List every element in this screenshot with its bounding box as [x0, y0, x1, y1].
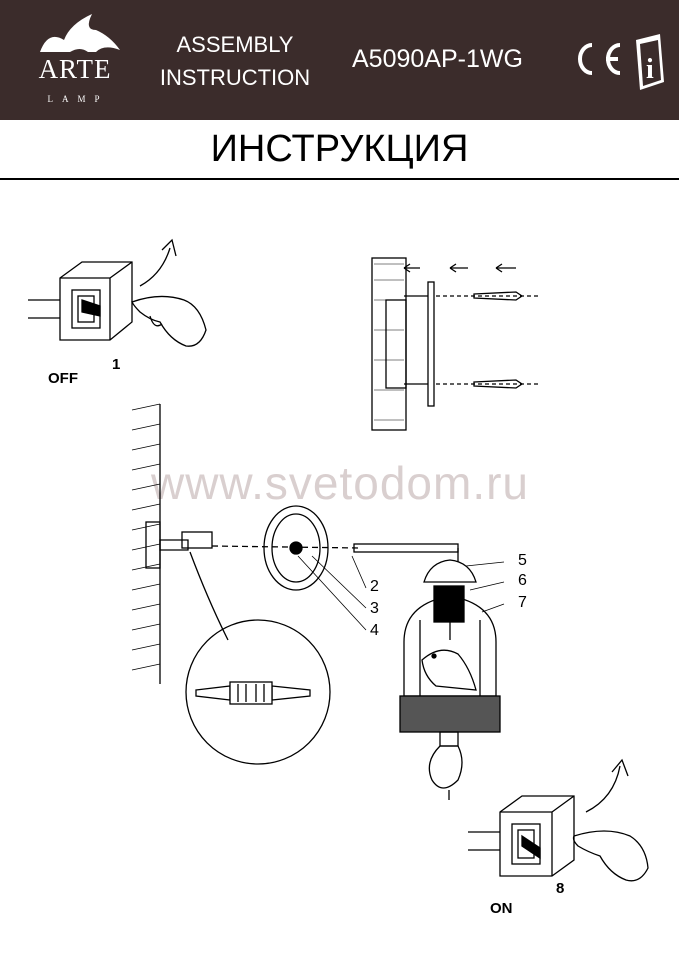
part-label-7: 7 — [518, 594, 527, 611]
info-book-icon: i — [636, 34, 664, 90]
model-number: A5090AP-1WG — [352, 45, 523, 73]
step-1-number: 1 — [112, 356, 121, 373]
brand-subtitle: LAMP — [47, 94, 109, 104]
assembly-line-1: ASSEMBLY — [176, 32, 294, 57]
wire-connection-zoom — [185, 551, 331, 765]
canopy-plate — [211, 505, 361, 591]
wall-hatching — [131, 403, 213, 684]
assembly-line-2: INSTRUCTION — [159, 65, 311, 90]
part-label-2: 2 — [370, 578, 379, 595]
light-bulb-icon — [428, 731, 463, 800]
page-title: ИНСТРУКЦИЯ — [210, 128, 469, 170]
rotate-arrow-icon — [139, 238, 177, 287]
wall-mount-detail — [371, 257, 540, 431]
ce-mark-icon — [578, 43, 621, 75]
assembly-instruction-heading: ASSEMBLY INSTRUCTION — [155, 28, 315, 94]
svg-text:i: i — [646, 54, 654, 85]
brand-logo-text: ARTE — [38, 54, 112, 84]
switch-off-drawing — [28, 261, 207, 347]
part-label-6: 6 — [518, 572, 527, 589]
step-8-number: 8 — [556, 880, 565, 897]
switch-on-drawing — [468, 795, 649, 882]
lamp-arm — [353, 543, 459, 562]
off-label: OFF — [48, 370, 78, 387]
header-bar — [0, 0, 679, 120]
title-divider — [0, 178, 679, 180]
part-label-5: 5 — [518, 552, 527, 569]
header-marks: i — [578, 34, 664, 90]
griffin-logo-icon — [40, 14, 120, 52]
part-label-3: 3 — [370, 600, 379, 617]
rotate-arrow-on-icon — [585, 758, 629, 813]
on-label: ON — [490, 900, 513, 917]
bird-cage-shade — [399, 559, 501, 733]
watermark: www.svetodom.ru — [150, 457, 529, 509]
part-label-4: 4 — [370, 622, 379, 639]
